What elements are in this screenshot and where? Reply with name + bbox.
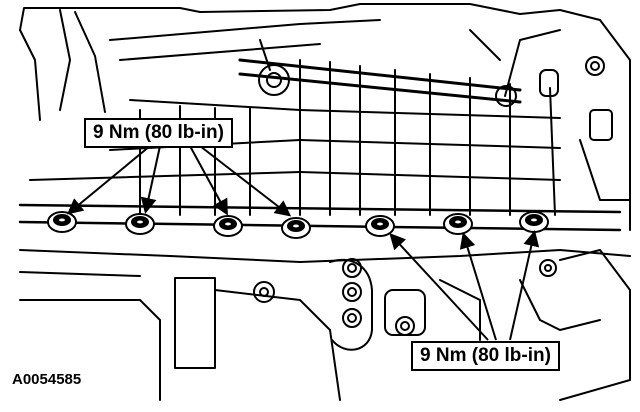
bolt-icon [519,211,549,233]
bolt-icon [281,217,311,239]
bolt-icon [365,215,395,237]
housing-lower [19,249,631,401]
bolt-icon [125,213,155,235]
bolt-icon [47,211,77,233]
torque-callout-bottom: 9 Nm (80 lb-in) [411,341,560,371]
housing-upper [18,3,631,232]
leader-lines-top [66,145,292,217]
torque-callout-top: 9 Nm (80 lb-in) [84,118,233,148]
bolt-icon [443,213,473,235]
leader-lines-bottom [389,230,540,341]
bolt-icon [213,215,243,237]
bolt-row [47,211,549,239]
figure-id: A0054585 [12,371,82,388]
